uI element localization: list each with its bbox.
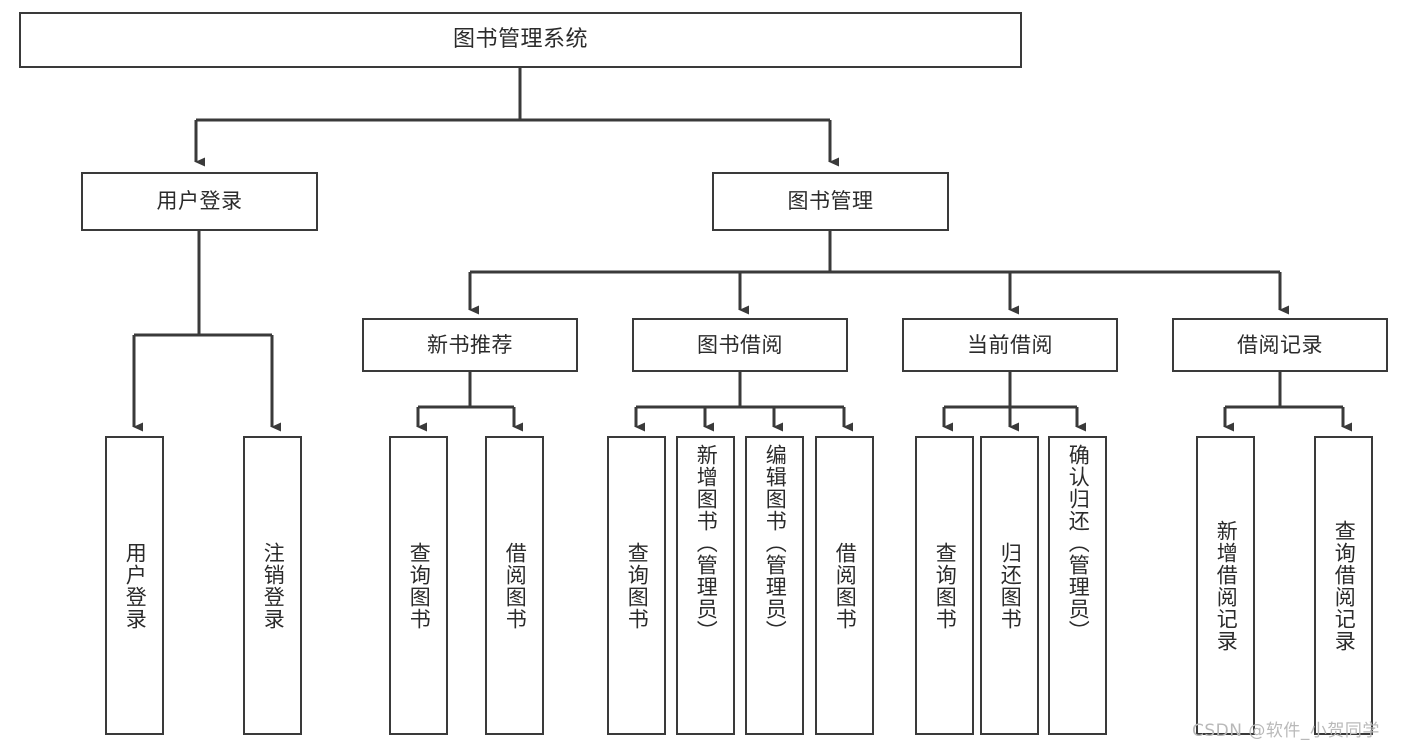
node-label: 查询图书: [625, 541, 650, 630]
node-label: 注销登录: [261, 541, 286, 630]
leaf-user-login[interactable]: 用户登录: [105, 436, 164, 735]
node-label: 当前借阅: [967, 332, 1053, 357]
leaf-borrow-add-book-admin[interactable]: 新增图书（管理员）: [676, 436, 735, 735]
node-label: 归还图书: [998, 541, 1023, 630]
node-label: 用户登录: [123, 541, 148, 630]
leaf-borrow-edit-book-admin[interactable]: 编辑图书（管理员）: [745, 436, 804, 735]
node-label: 新增借阅记录: [1214, 519, 1239, 652]
node-book-management[interactable]: 图书管理: [712, 172, 949, 231]
node-label: 查询图书: [407, 541, 432, 630]
leaf-record-query-borrow-record[interactable]: 查询借阅记录: [1314, 436, 1373, 735]
node-new-book-recommendation[interactable]: 新书推荐: [362, 318, 578, 372]
leaf-logout-login[interactable]: 注销登录: [243, 436, 302, 735]
node-label: 图书借阅: [697, 332, 783, 357]
leaf-borrow-lend-books[interactable]: 借阅图书: [815, 436, 874, 735]
node-label: 查询图书: [933, 541, 958, 630]
node-user-login[interactable]: 用户登录: [81, 172, 318, 231]
node-label: 确认归还（管理员）: [1066, 444, 1091, 642]
leaf-current-confirm-return-admin[interactable]: 确认归还（管理员）: [1048, 436, 1107, 735]
node-label: 图书管理: [787, 189, 874, 214]
node-borrowing-record[interactable]: 借阅记录: [1172, 318, 1388, 372]
node-book-borrowing[interactable]: 图书借阅: [632, 318, 848, 372]
node-label: 借阅图书: [833, 541, 858, 630]
leaf-record-add-borrow-record[interactable]: 新增借阅记录: [1196, 436, 1255, 735]
node-label: 借阅记录: [1237, 332, 1323, 357]
leaf-current-return-books[interactable]: 归还图书: [980, 436, 1039, 735]
node-current-borrowing[interactable]: 当前借阅: [902, 318, 1118, 372]
node-label: 用户登录: [156, 189, 243, 214]
node-label: 编辑图书（管理员）: [763, 444, 788, 642]
leaf-borrow-query-books[interactable]: 查询图书: [607, 436, 666, 735]
node-label: 查询借阅记录: [1332, 519, 1357, 652]
node-label: 新增图书（管理员）: [694, 444, 719, 642]
node-root-book-management-system[interactable]: 图书管理系统: [19, 12, 1022, 68]
node-label: 新书推荐: [427, 332, 513, 357]
leaf-newbook-borrow-books[interactable]: 借阅图书: [485, 436, 544, 735]
leaf-current-query-books[interactable]: 查询图书: [915, 436, 974, 735]
leaf-newbook-query-books[interactable]: 查询图书: [389, 436, 448, 735]
node-label: 图书管理系统: [452, 27, 588, 53]
node-label: 借阅图书: [503, 541, 528, 630]
